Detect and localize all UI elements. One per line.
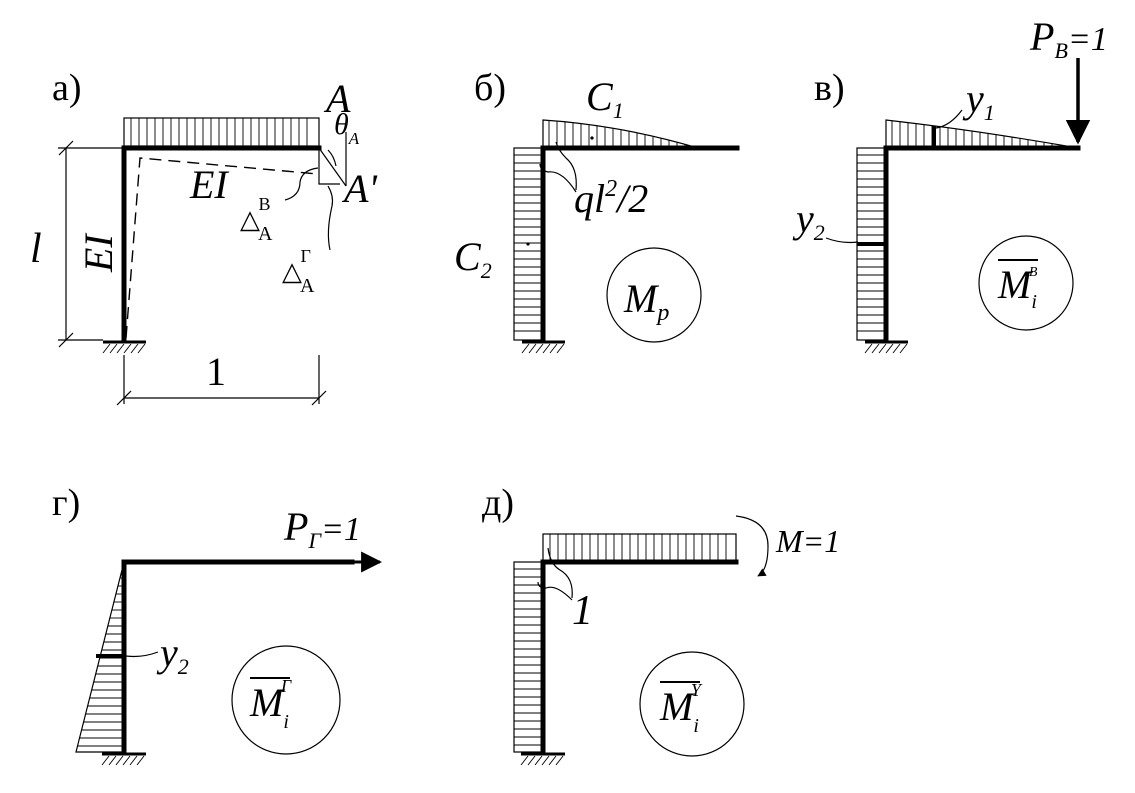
rotation-line bbox=[318, 147, 347, 187]
diagram-my-circle bbox=[639, 651, 745, 757]
distributed-load-a bbox=[123, 117, 320, 147]
node-a-label: A bbox=[323, 76, 351, 121]
panel-d: д) M=1 1 MiY bbox=[482, 482, 840, 766]
fixed-support-v bbox=[864, 340, 908, 354]
moment-arrow-d bbox=[735, 515, 769, 577]
y1-label: y1 bbox=[962, 76, 995, 125]
fixed-support-a bbox=[102, 340, 146, 354]
moment-diagram-beam-d bbox=[542, 533, 737, 563]
panel-b-label: б) bbox=[474, 67, 506, 109]
moment-diagram-beam-v bbox=[885, 119, 1079, 149]
value-one-label: 1 bbox=[572, 588, 593, 634]
moment-diagram-column-d bbox=[513, 561, 544, 753]
fixed-support-b bbox=[521, 340, 565, 354]
theta-label: θA bbox=[334, 108, 360, 148]
frame-v bbox=[883, 145, 1081, 343]
dimension-height bbox=[58, 140, 124, 348]
diagram-mb-label: MiB bbox=[997, 262, 1038, 313]
panel-g-label: г) bbox=[52, 482, 80, 524]
moment-m1-label: M=1 bbox=[775, 523, 840, 559]
panel-v-label: в) bbox=[814, 67, 845, 109]
diagram-mg-circle bbox=[231, 645, 341, 755]
ei-beam-label: EI bbox=[189, 162, 229, 207]
frame-g bbox=[121, 559, 355, 755]
panel-d-label: д) bbox=[482, 482, 514, 524]
node-a-deformed-label: A' bbox=[341, 166, 378, 211]
ei-column-label: EI bbox=[76, 233, 121, 273]
frame-b bbox=[540, 145, 740, 343]
fixed-support-d bbox=[520, 752, 565, 766]
y2-label: y2 bbox=[792, 196, 825, 245]
panel-v: в) PB=1 y1 y2 MiB bbox=[792, 14, 1108, 354]
panel-b: б) C1 C2 ql2/2 Mp bbox=[454, 67, 740, 354]
panel-a-label: а) bbox=[52, 67, 82, 109]
panel-g: г) PГ=1 y2 MiГ bbox=[52, 482, 383, 766]
moment-ql2-label: ql2/2 bbox=[574, 176, 648, 221]
moment-diagram-column-g bbox=[75, 561, 125, 753]
diagram-mg-label: MiГ bbox=[249, 676, 292, 733]
diagram-mp-circle bbox=[606, 247, 702, 343]
force-pb-label: PB=1 bbox=[1029, 14, 1108, 63]
deformed-shape bbox=[125, 157, 319, 339]
y2-label-g: y2 bbox=[156, 630, 189, 679]
diagram-mb-circle bbox=[978, 235, 1074, 331]
diagram-my-label: MiY bbox=[659, 680, 703, 737]
c2-label: C2 bbox=[454, 234, 492, 283]
deflection-lines bbox=[318, 148, 340, 185]
span-label: 1 bbox=[206, 349, 226, 394]
c1-label: C1 bbox=[586, 74, 624, 123]
panel-a: а) bbox=[30, 67, 378, 406]
delta-horizontal-label: △AГ bbox=[282, 246, 315, 297]
moment-diagram-beam-b bbox=[542, 119, 699, 149]
height-label: l bbox=[30, 226, 42, 272]
diagram-mp-label: Mp bbox=[623, 276, 669, 326]
fixed-support-g bbox=[101, 752, 146, 766]
dimension-span bbox=[116, 355, 327, 406]
force-pg-label: PГ=1 bbox=[283, 504, 361, 553]
frame-d bbox=[540, 559, 739, 755]
delta-vertical-label: △AВ bbox=[240, 194, 273, 245]
